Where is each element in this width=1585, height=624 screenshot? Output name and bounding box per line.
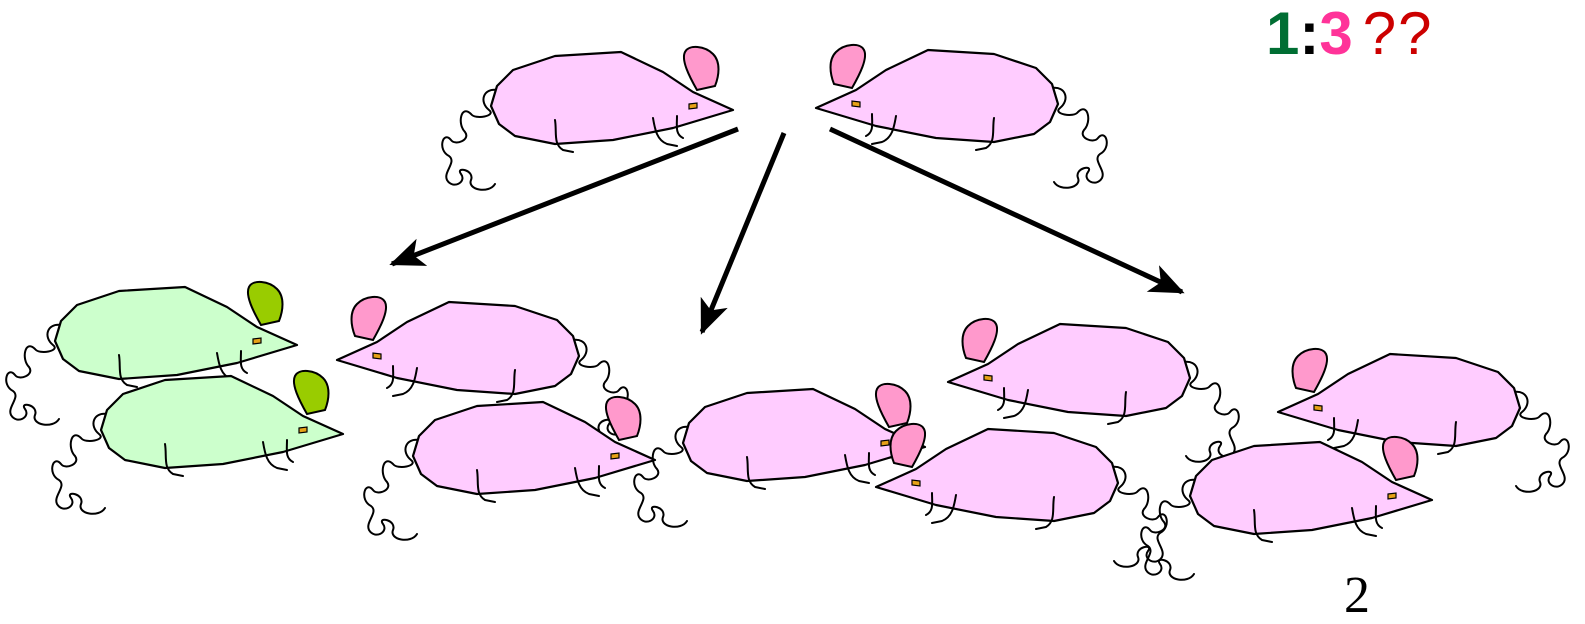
mouse-tail: [1112, 467, 1167, 567]
mouse-eye: [299, 427, 307, 433]
ratio-question-marks: ??: [1363, 0, 1434, 67]
mouse-tail: [364, 440, 419, 540]
mouse-ear: [248, 282, 283, 325]
mouse-ear: [1383, 437, 1418, 480]
arrow-to-middle-group: [702, 133, 784, 332]
ratio-separator: :: [1299, 0, 1319, 67]
mouse-tail: [6, 325, 61, 425]
mouse-eye: [1314, 405, 1322, 411]
offspring-mouse-pink-7: [1141, 437, 1432, 580]
offspring-mouse-pink-5: [876, 424, 1167, 567]
mouse-eye: [373, 353, 381, 359]
mouse-tail: [1052, 88, 1107, 188]
mouse-eye: [689, 103, 697, 109]
ratio-pink-count: 3: [1319, 0, 1352, 67]
mouse-ear: [294, 371, 329, 414]
mouse-eye: [852, 101, 860, 107]
mouse-ear: [1293, 349, 1328, 392]
mouse-eye: [912, 480, 920, 486]
mouse-tail: [1141, 480, 1196, 580]
mouse-tail: [634, 427, 689, 527]
mouse-eye: [1388, 493, 1396, 499]
ratio-green-count: 1: [1266, 0, 1299, 67]
parent-mouse-right: [816, 45, 1107, 188]
arrows-layer: [392, 129, 1182, 332]
mouse-ear: [963, 319, 998, 362]
mouse-eye: [611, 453, 619, 459]
ratio-question-label: 1:3??: [1266, 4, 1433, 64]
offspring-mouse-pink-2: [364, 397, 655, 540]
mouse-tail: [1514, 392, 1569, 492]
parent-mouse-left: [442, 47, 733, 190]
mouse-ear: [891, 424, 926, 467]
mouse-ear: [684, 47, 719, 90]
offspring-mouse-pink-3: [634, 384, 925, 527]
mouse-eye: [881, 440, 889, 446]
mouse-tail: [442, 90, 497, 190]
mouse-tail: [52, 414, 107, 514]
page-number: 2: [1344, 570, 1370, 622]
mouse-ear: [352, 297, 387, 340]
arrow-to-right-group: [830, 129, 1182, 292]
mouse-tail: [1184, 362, 1239, 462]
mouse-eye: [253, 338, 261, 344]
mouse-ear: [876, 384, 911, 427]
mouse-ear: [831, 45, 866, 88]
offspring-mouse-green-2: [52, 371, 343, 514]
mouse-eye: [984, 375, 992, 381]
mice-layer: [6, 45, 1569, 580]
